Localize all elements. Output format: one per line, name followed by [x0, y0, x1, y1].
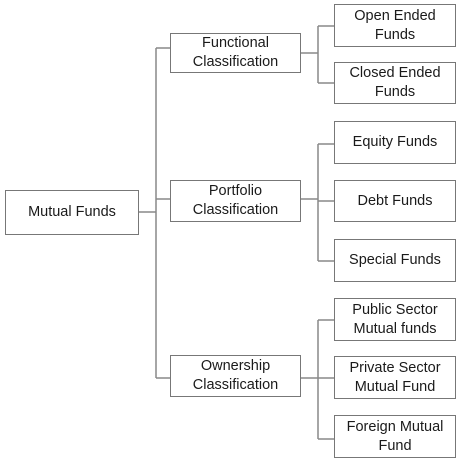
leaf-label: Private Sector Mutual Fund — [349, 359, 441, 395]
leaf-node-foreign-mutual-fund: Foreign Mutual Fund — [334, 415, 456, 458]
category-node-ownership: Ownership Classification — [170, 355, 301, 397]
leaf-label: Public Sector Mutual funds — [352, 301, 438, 337]
leaf-node-equity-funds: Equity Funds — [334, 121, 456, 164]
category-label-functional: Functional Classification — [192, 35, 279, 70]
category-label-portfolio: Portfolio Classification — [192, 183, 279, 218]
leaf-node-open-ended-funds: Open Ended Funds — [334, 4, 456, 47]
leaf-node-debt-funds: Debt Funds — [334, 180, 456, 222]
leaf-node-closed-ended-funds: Closed Ended Funds — [334, 62, 456, 104]
leaf-label: Open Ended Funds — [354, 7, 436, 43]
root-node-mutual-funds: Mutual Funds — [5, 190, 139, 235]
leaf-node-special-funds: Special Funds — [334, 239, 456, 282]
root-node-label: Mutual Funds — [28, 204, 116, 221]
leaf-node-private-sector-mutual-fund: Private Sector Mutual Fund — [334, 356, 456, 399]
leaf-label: Equity Funds — [352, 134, 438, 151]
category-label-ownership: Ownership Classification — [192, 358, 279, 393]
leaf-label: Special Funds — [349, 252, 441, 269]
leaf-node-public-sector-mutual-funds: Public Sector Mutual funds — [334, 298, 456, 341]
category-node-functional: Functional Classification — [170, 33, 301, 73]
category-node-portfolio: Portfolio Classification — [170, 180, 301, 222]
leaf-label: Debt Funds — [357, 192, 433, 209]
leaf-label: Foreign Mutual Fund — [346, 418, 444, 454]
leaf-label: Closed Ended Funds — [349, 65, 441, 100]
